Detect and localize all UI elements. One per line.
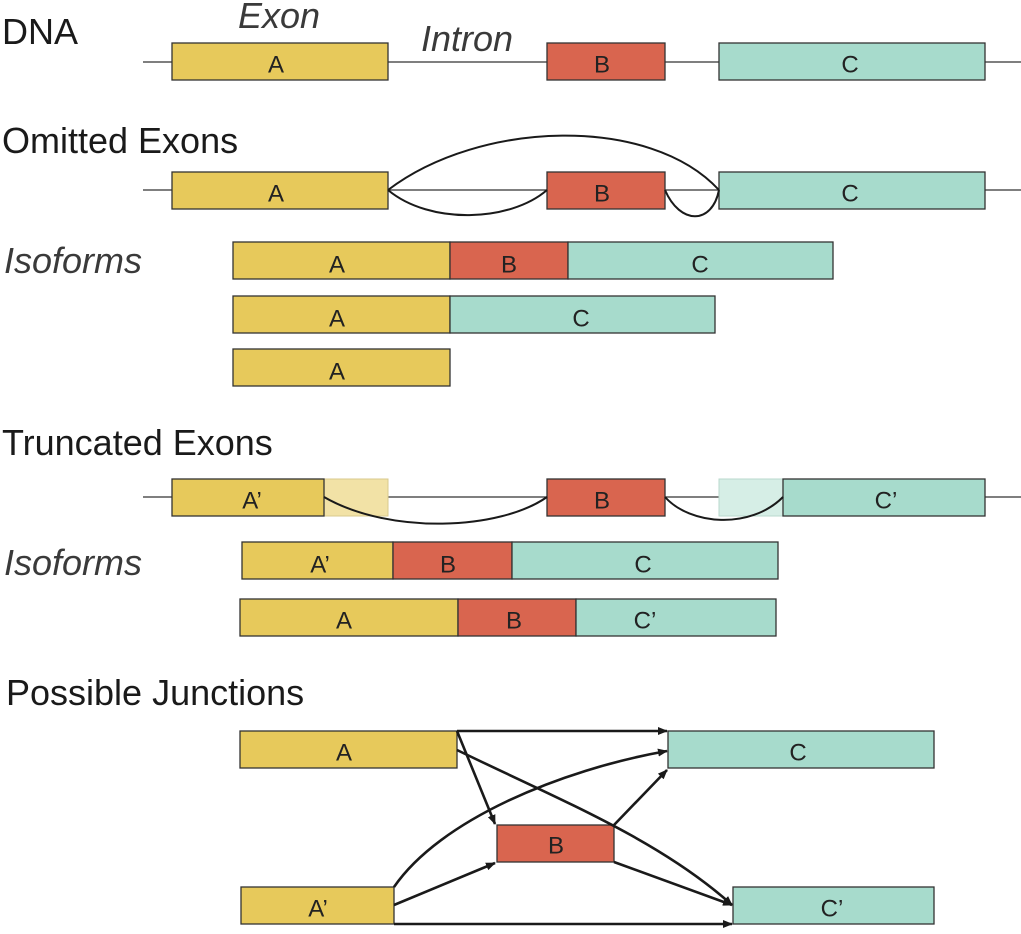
exon-box — [240, 886, 395, 925]
truncated-region-a — [323, 478, 389, 517]
exon-label-text: B — [506, 608, 522, 635]
exon-label-text: A — [329, 306, 345, 333]
truncated-region-c — [718, 478, 784, 517]
exon-label-text: C — [691, 252, 708, 279]
junction-arrow-b-to-c-prime — [613, 860, 733, 907]
junction-arrow-a-prime-to-c — [392, 748, 668, 888]
omitted-isoform-a: A — [232, 348, 451, 387]
dna-exon-a: A — [171, 42, 389, 81]
truncated-exon-b: B — [546, 478, 666, 517]
exon-box — [449, 241, 569, 280]
truncated-heading: Truncated Exons — [2, 422, 273, 463]
exon-label: Exon — [238, 0, 320, 36]
exon-label-text: A’ — [310, 552, 330, 579]
exon-label-text: B — [440, 552, 456, 579]
exon-label-text: A — [268, 52, 284, 79]
omitted-exon-b: B — [546, 171, 666, 210]
exon-label-text: A — [336, 740, 352, 767]
exon-box — [575, 598, 777, 637]
exon-box — [241, 541, 394, 580]
exon-label-text: B — [594, 52, 610, 79]
exon-label-text: C — [634, 552, 651, 579]
exon-label-text: A — [329, 359, 345, 386]
exon-box — [782, 478, 986, 517]
junction-node-a-prime: A’ — [240, 886, 395, 925]
exon-label-text: B — [594, 181, 610, 208]
exon-label-text: B — [548, 833, 564, 860]
truncated-exon-a-prime: A’ — [171, 478, 389, 517]
splice-arc-b-to-c-prime — [664, 496, 784, 521]
exon-box — [239, 730, 458, 769]
junction-node-c-prime: C’ — [732, 886, 935, 925]
exon-box — [511, 541, 779, 580]
exon-box — [392, 541, 513, 580]
junction-arrow-a-prime-to-b — [393, 861, 496, 907]
exon-label-text: A — [268, 181, 284, 208]
junction-node-a: A — [239, 730, 458, 769]
exon-box — [718, 171, 986, 210]
exon-box — [732, 886, 935, 925]
dna-exon-b: B — [546, 42, 666, 81]
exon-box — [232, 348, 451, 387]
exon-box — [667, 730, 935, 769]
dna-exon-c: C — [718, 42, 986, 81]
exon-label-text: A’ — [308, 896, 328, 923]
junctions-heading: Possible Junctions — [6, 672, 304, 713]
omitted-isoform-ac: A C — [232, 295, 716, 334]
exon-label-text: C’ — [821, 896, 844, 923]
exon-box — [718, 42, 986, 81]
splice-arc-a-to-b — [387, 189, 548, 217]
junction-arrow-a-to-c-prime — [456, 748, 733, 906]
exon-box — [457, 598, 577, 637]
truncated-isoform-a-prime-bc: A’ B C — [241, 541, 779, 580]
exon-box — [449, 295, 716, 334]
exon-label-text: C — [789, 740, 806, 767]
truncated-exon-c-prime: C’ — [718, 478, 986, 517]
exon-label-text: C — [841, 52, 858, 79]
omitted-isoform-abc: A B C — [232, 241, 834, 280]
splice-arc-a-prime-to-b — [323, 496, 548, 525]
splice-arc-b-to-c — [664, 189, 720, 218]
junction-node-b: B — [496, 824, 615, 863]
truncated-isoform-abc-prime: A B C’ — [239, 598, 777, 637]
exon-label-text: B — [594, 488, 610, 515]
dna-heading: DNA — [2, 11, 78, 52]
junction-arrow-a-to-b — [455, 730, 497, 825]
junction-arrow-b-to-c — [613, 769, 668, 826]
intron-label: Intron — [421, 18, 513, 59]
exon-box — [171, 42, 389, 81]
exon-box — [567, 241, 834, 280]
exon-box — [232, 295, 451, 334]
junction-node-c: C — [667, 730, 935, 769]
exon-label-text: C’ — [875, 488, 898, 515]
exon-box — [546, 478, 666, 517]
exon-label-text: B — [501, 252, 517, 279]
isoforms-label-2: Isoforms — [4, 542, 142, 583]
exon-label-text: C — [841, 181, 858, 208]
exon-box — [171, 478, 325, 517]
isoforms-label-1: Isoforms — [4, 240, 142, 281]
omitted-heading: Omitted Exons — [2, 120, 238, 161]
exon-label-text: A — [329, 252, 345, 279]
exon-label-text: C’ — [634, 608, 657, 635]
exon-label-text: A — [336, 608, 352, 635]
omitted-exon-a: A — [171, 171, 389, 210]
exon-label-text: C — [572, 306, 589, 333]
splice-arc-a-to-c — [387, 134, 720, 191]
exon-box — [496, 824, 615, 863]
omitted-exon-c: C — [718, 171, 986, 210]
exon-box — [171, 171, 389, 210]
exon-box — [546, 42, 666, 81]
exon-label-text: A’ — [242, 488, 262, 515]
